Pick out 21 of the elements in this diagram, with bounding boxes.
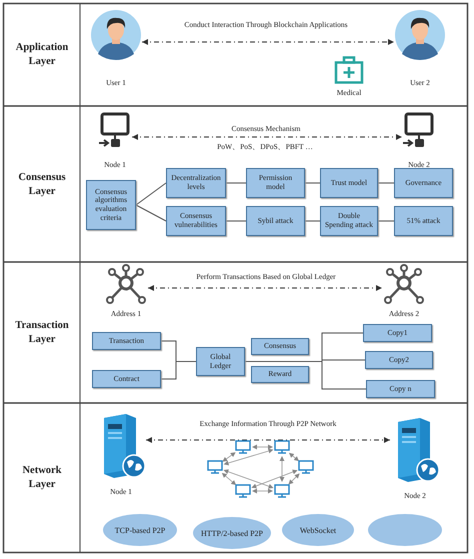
protocol-ellipse: WebSocket <box>282 514 354 546</box>
protocol-ellipse: TCP-based P2P <box>103 514 177 546</box>
connector-line <box>378 182 394 184</box>
connector-line <box>136 182 166 206</box>
layer-label: Transaction Layer <box>4 263 80 403</box>
layer-label: Consensus Layer <box>4 107 80 262</box>
connector-line <box>378 220 394 222</box>
connector-line <box>160 361 196 380</box>
protocol-ellipse: HTTP/2-based P2P <box>193 517 271 549</box>
connector-line <box>244 361 366 390</box>
layer-label: Network Layer <box>4 404 80 552</box>
arrow <box>148 285 382 291</box>
connector-line <box>136 204 166 222</box>
arrow <box>142 39 394 45</box>
connector-line <box>304 182 320 184</box>
layer-label: Application Layer <box>4 4 80 106</box>
connector-line <box>226 182 246 184</box>
arrow <box>146 437 390 443</box>
arrow <box>132 134 402 140</box>
connector-line <box>226 220 246 222</box>
connector-line <box>304 220 320 222</box>
